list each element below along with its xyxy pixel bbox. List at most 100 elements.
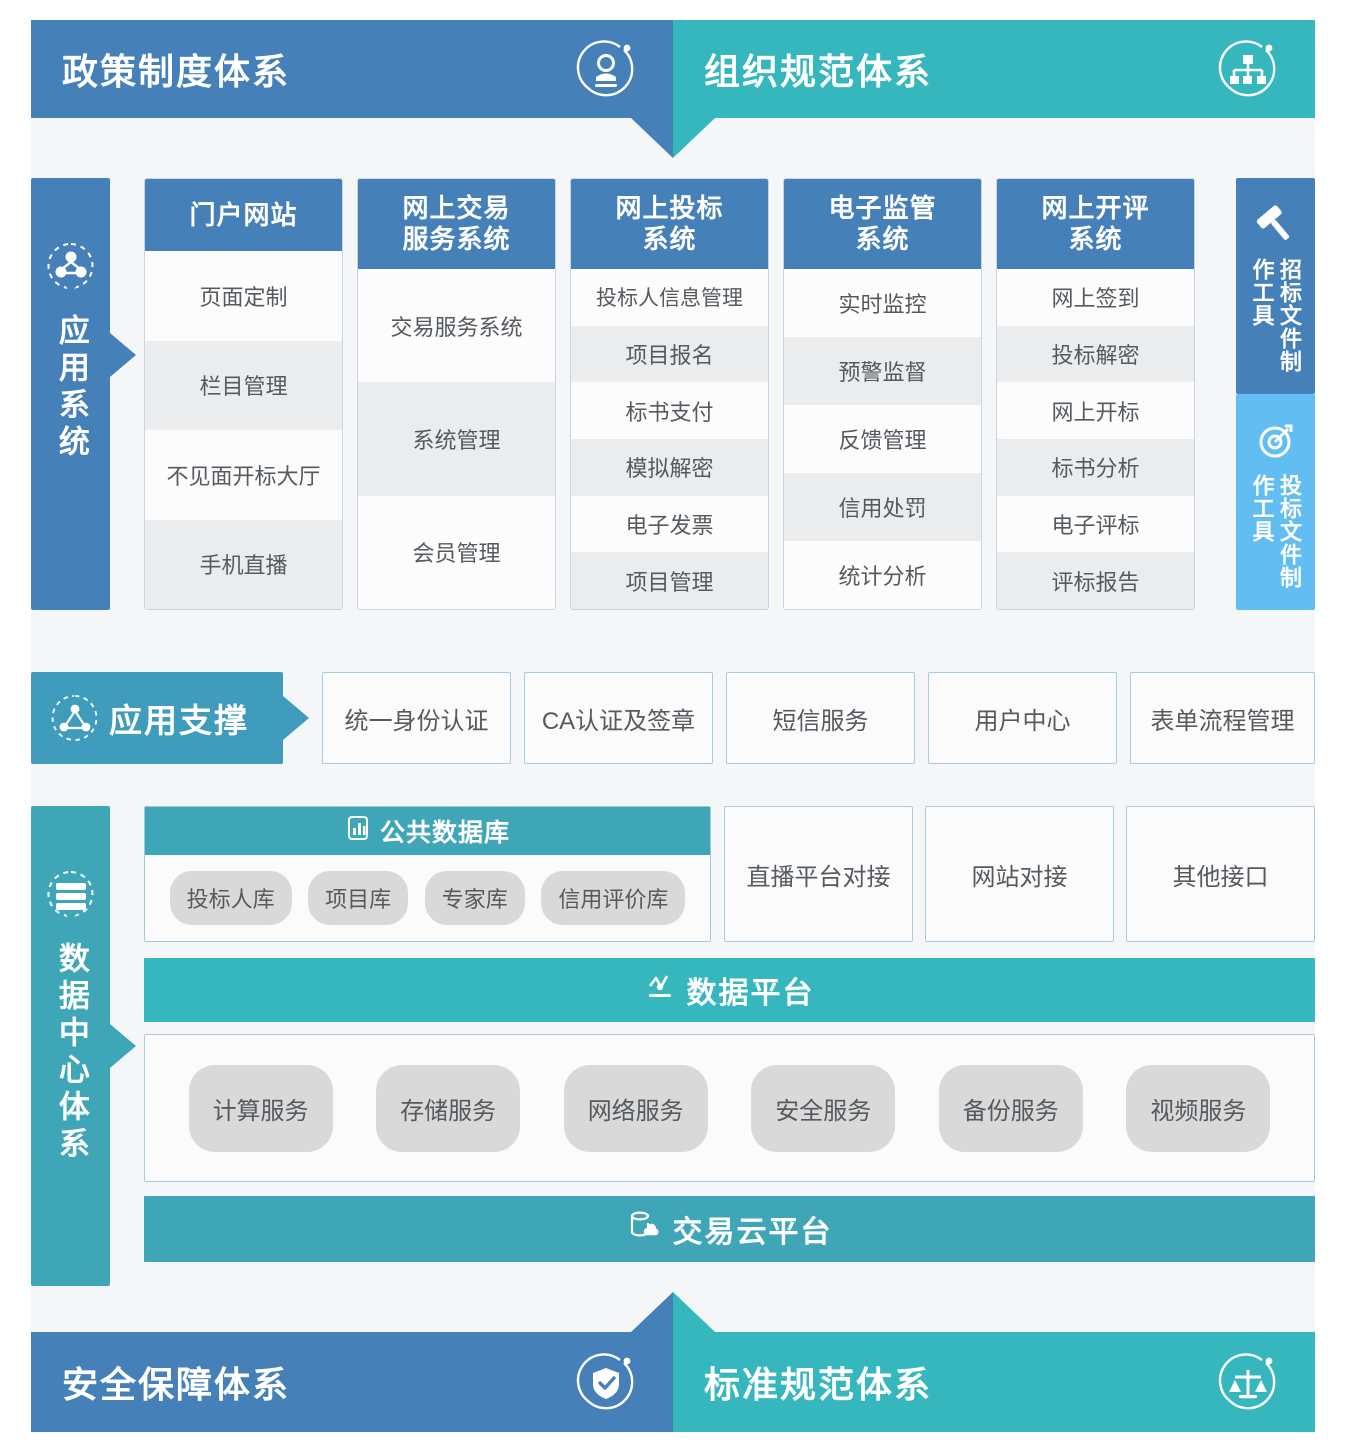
- system-column-e-supervision[interactable]: 电子监管 系统 实时监控 预警监督 反馈管理 信用处罚 统计分析: [783, 178, 982, 610]
- system-column-online-bidding-title: 网上投标 系统: [571, 179, 768, 269]
- service-video[interactable]: 视频服务: [1126, 1064, 1271, 1152]
- diagram-stage: 政策制度体系 组织规范体系: [31, 20, 1315, 1432]
- footer-standard-system: 标准规范体系: [673, 1332, 1315, 1432]
- target-icon: [1255, 420, 1297, 462]
- system-column-e-supervision-items: 实时监控 预警监督 反馈管理 信用处罚 统计分析: [784, 269, 981, 609]
- service-network[interactable]: 网络服务: [563, 1064, 708, 1152]
- system-column-portal-items: 页面定制 栏目管理 不见面开标大厅 手机直播: [145, 251, 342, 609]
- list-item[interactable]: 标书分析: [997, 439, 1194, 496]
- pill-credit-rating-db[interactable]: 信用评价库: [541, 871, 686, 925]
- tool-tender-document-maker[interactable]: 招标文件制作工具: [1236, 178, 1315, 394]
- service-compute[interactable]: 计算服务: [188, 1064, 333, 1152]
- system-column-open-evaluation-title: 网上开评 系统: [997, 179, 1194, 269]
- sidebar-data-center-label: 数据中心体系: [53, 942, 89, 1164]
- system-column-e-supervision-title: 电子监管 系统: [784, 179, 981, 269]
- list-item[interactable]: 项目报名: [571, 325, 768, 383]
- list-item[interactable]: 统计分析: [784, 541, 981, 609]
- footer-security-title: 安全保障体系: [62, 1364, 291, 1405]
- footer-security-system: 安全保障体系: [31, 1332, 673, 1432]
- public-database-panel[interactable]: 公共数据库 投标人库 项目库 专家库 信用评价库: [144, 806, 711, 942]
- list-item[interactable]: 反馈管理: [784, 405, 981, 473]
- support-item-sms-service[interactable]: 短信服务: [726, 672, 915, 764]
- support-item-form-flow[interactable]: 表单流程管理: [1130, 672, 1315, 764]
- system-column-open-evaluation-items: 网上签到 投标解密 网上开标 标书分析 电子评标 评标报告: [997, 269, 1194, 609]
- list-item[interactable]: 交易服务系统: [358, 269, 555, 383]
- list-item[interactable]: 不见面开标大厅: [145, 430, 342, 520]
- list-item[interactable]: 电子评标: [997, 495, 1194, 553]
- network-nodes-icon: [44, 240, 98, 294]
- support-triangle-icon: [51, 694, 99, 742]
- support-item-user-center[interactable]: 用户中心: [928, 672, 1117, 764]
- list-item[interactable]: 页面定制: [145, 251, 342, 341]
- list-item[interactable]: 手机直播: [145, 519, 342, 609]
- list-item[interactable]: 实时监控: [784, 269, 981, 337]
- balance-scale-icon: [1217, 1351, 1279, 1413]
- header-notch-right: [673, 118, 715, 158]
- data-center-band: 数据中心体系 公共数据库 投标人库 项目库 专家库 信用评价库: [31, 806, 1315, 1306]
- support-item-identity-auth[interactable]: 统一身份认证: [322, 672, 511, 764]
- header-org-system: 组织规范体系: [673, 20, 1315, 118]
- application-systems-arrow: [110, 333, 136, 377]
- application-systems-band: 应用系统 门户网站 页面定制 栏目管理 不见面开标大厅 手机直播 网上交易 服务…: [31, 158, 1315, 630]
- list-item[interactable]: 系统管理: [358, 382, 555, 496]
- pill-bidder-db[interactable]: 投标人库: [169, 871, 292, 925]
- list-item[interactable]: 电子发票: [571, 495, 768, 553]
- list-item[interactable]: 网上开标: [997, 382, 1194, 440]
- interface-website[interactable]: 网站对接: [925, 806, 1114, 942]
- list-item[interactable]: 评标报告: [997, 552, 1194, 609]
- service-security[interactable]: 安全服务: [751, 1064, 896, 1152]
- list-item[interactable]: 投标解密: [997, 325, 1194, 383]
- header-policy-title: 政策制度体系: [62, 51, 291, 92]
- list-item[interactable]: 投标人信息管理: [571, 269, 768, 326]
- list-item[interactable]: 会员管理: [358, 495, 555, 609]
- pill-expert-db[interactable]: 专家库: [424, 871, 525, 925]
- shield-check-icon: [575, 1351, 637, 1413]
- system-column-online-bidding[interactable]: 网上投标 系统 投标人信息管理 项目报名 标书支付 模拟解密 电子发票 项目管理: [570, 178, 769, 610]
- system-column-open-evaluation[interactable]: 网上开评 系统 网上签到 投标解密 网上开标 标书分析 电子评标 评标报告: [996, 178, 1195, 610]
- sidebar-data-center[interactable]: 数据中心体系: [31, 806, 110, 1286]
- header-policy-system: 政策制度体系: [31, 20, 673, 118]
- interface-live-platform[interactable]: 直播平台对接: [724, 806, 913, 942]
- public-database-items: 投标人库 项目库 专家库 信用评价库: [145, 855, 710, 941]
- data-platform-bar[interactable]: 数据平台: [144, 958, 1315, 1022]
- header-notch-left: [631, 118, 673, 158]
- sidebar-application-systems[interactable]: 应用系统: [31, 178, 110, 610]
- system-column-online-bidding-items: 投标人信息管理 项目报名 标书支付 模拟解密 电子发票 项目管理: [571, 269, 768, 609]
- system-column-trade-service[interactable]: 网上交易 服务系统 交易服务系统 系统管理 会员管理: [357, 178, 556, 610]
- system-column-trade-service-items: 交易服务系统 系统管理 会员管理: [358, 269, 555, 609]
- pill-project-db[interactable]: 项目库: [308, 871, 409, 925]
- list-item[interactable]: 项目管理: [571, 552, 768, 609]
- analytics-icon: [645, 971, 687, 1009]
- application-support-tag[interactable]: 应用支撑: [31, 672, 283, 764]
- list-item[interactable]: 预警监督: [784, 337, 981, 405]
- tool-bid-document-maker[interactable]: 投标文件制作工具: [1236, 394, 1315, 610]
- application-support-label: 应用支撑: [109, 702, 249, 739]
- footer-band: 安全保障体系 标准规范体系: [31, 1332, 1315, 1432]
- footer-notch: [631, 1292, 715, 1332]
- tool-bid-document-maker-label: 投标文件制作工具: [1249, 474, 1303, 589]
- list-item[interactable]: 标书支付: [571, 382, 768, 440]
- footer-notch-right: [673, 1292, 715, 1332]
- application-support-arrow: [283, 696, 309, 740]
- cloud-platform-bar[interactable]: 交易云平台: [144, 1196, 1315, 1262]
- header-notch: [631, 118, 715, 158]
- list-item[interactable]: 信用处罚: [784, 473, 981, 541]
- interface-other[interactable]: 其他接口: [1126, 806, 1315, 942]
- service-backup[interactable]: 备份服务: [938, 1064, 1083, 1152]
- footer-notch-left: [631, 1292, 673, 1332]
- list-item[interactable]: 网上签到: [997, 269, 1194, 326]
- service-storage[interactable]: 存储服务: [376, 1064, 521, 1152]
- header-org-title: 组织规范体系: [704, 51, 933, 92]
- support-item-ca-signature[interactable]: CA认证及签章: [524, 672, 713, 764]
- infrastructure-services-panel: 计算服务 存储服务 网络服务 安全服务 备份服务 视频服务: [144, 1034, 1315, 1182]
- system-column-portal-title: 门户网站: [145, 179, 342, 251]
- policy-seal-icon: [575, 38, 637, 100]
- data-platform-title: 数据平台: [686, 977, 815, 1010]
- list-item[interactable]: 栏目管理: [145, 340, 342, 430]
- list-item[interactable]: 模拟解密: [571, 439, 768, 496]
- tool-tender-document-maker-label: 招标文件制作工具: [1249, 258, 1303, 373]
- system-column-trade-service-title: 网上交易 服务系统: [358, 179, 555, 269]
- sidebar-application-systems-label: 应用系统: [53, 314, 89, 462]
- system-column-portal[interactable]: 门户网站 页面定制 栏目管理 不见面开标大厅 手机直播: [144, 178, 343, 610]
